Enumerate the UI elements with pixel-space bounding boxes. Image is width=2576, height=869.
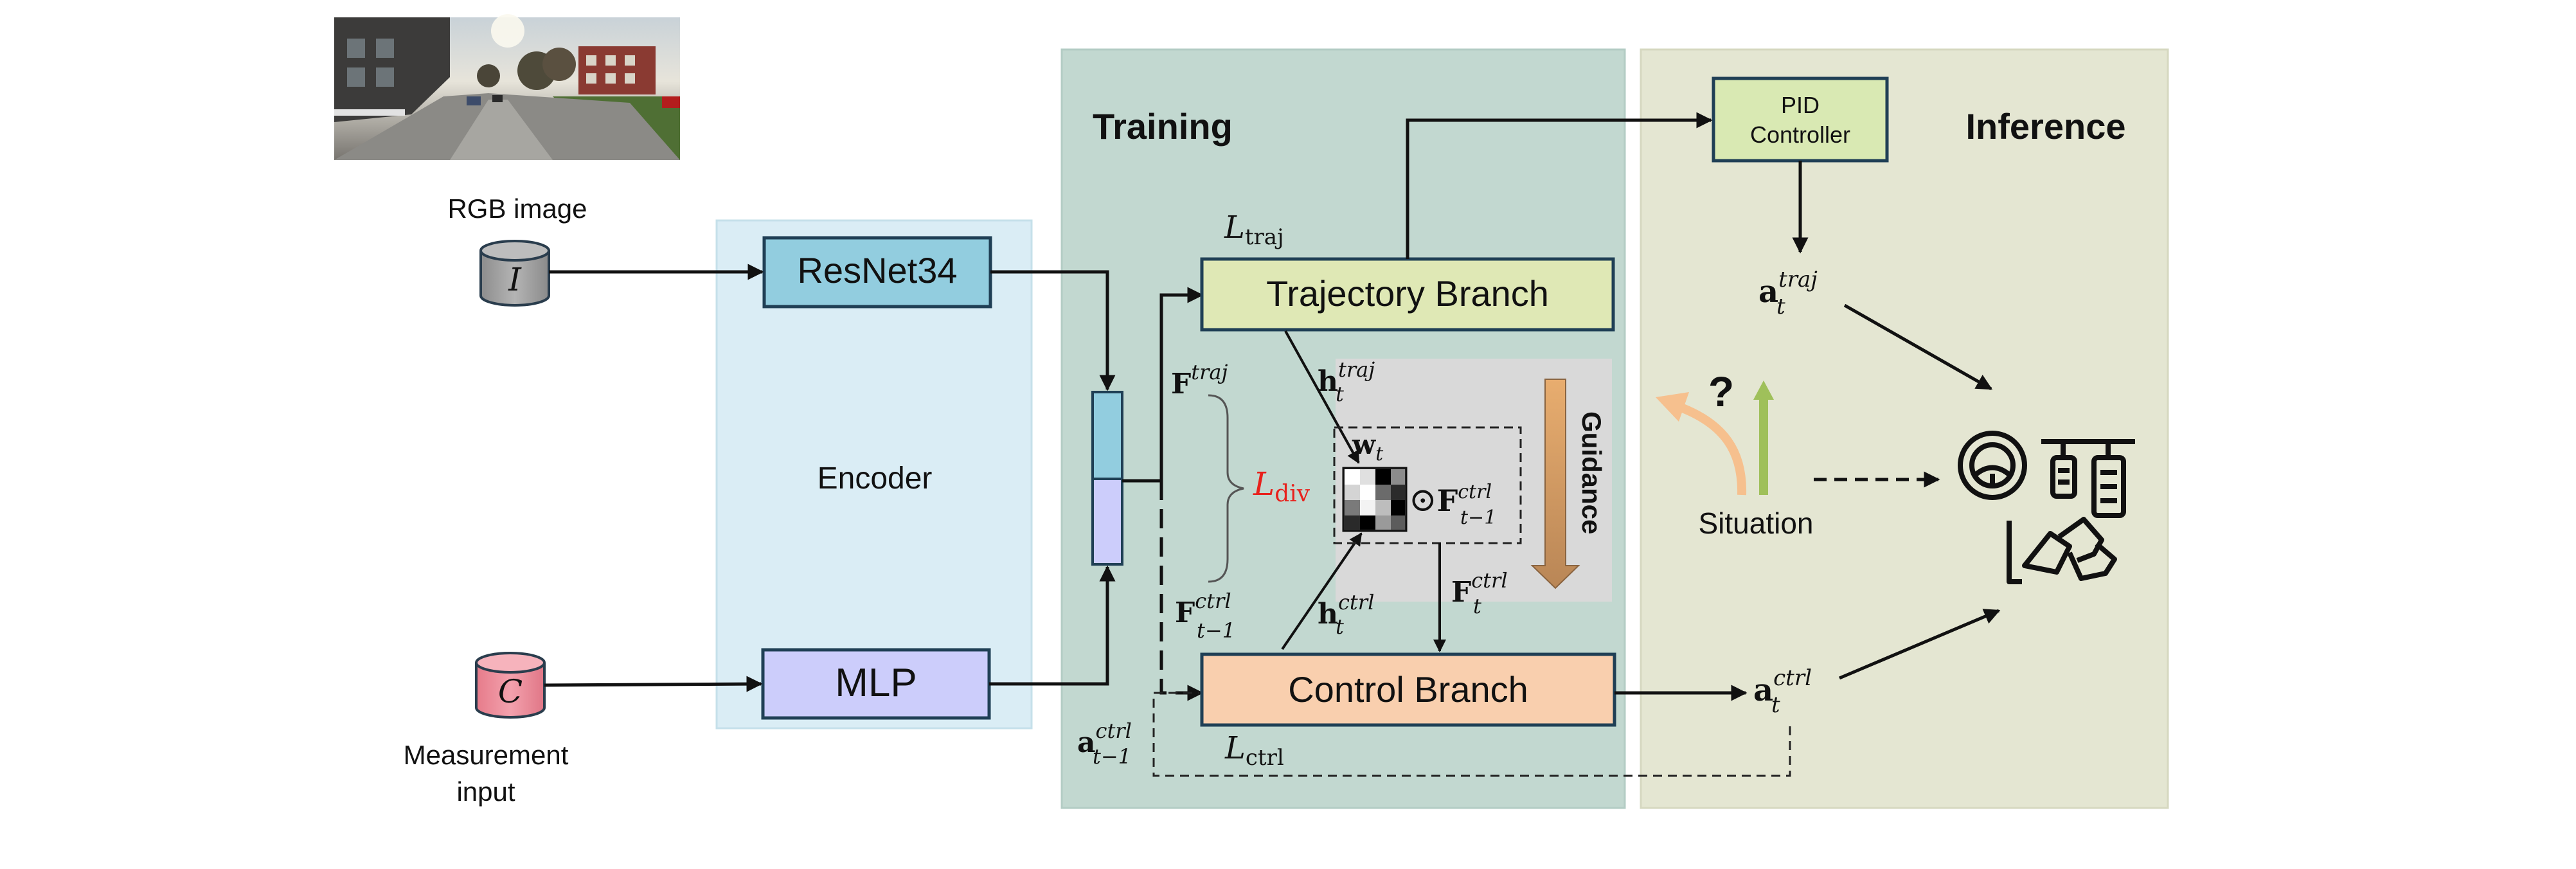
training-title: Training	[1093, 106, 1233, 147]
rgb-image-thumbnail	[334, 14, 680, 160]
ctrl-feedback-dashed-path	[1152, 692, 1791, 777]
guidance-label: Guidance	[1577, 411, 1607, 534]
feature-vector-bottom	[1091, 478, 1123, 566]
attention-box	[1333, 426, 1522, 544]
ctrl-to-weight-arrow	[1281, 532, 1363, 650]
situation-up-arrowhead	[1753, 381, 1774, 400]
guidance-arrow	[1530, 379, 1580, 589]
loss-ctrl: Lctrl	[1224, 730, 1284, 771]
pid-label-line1: PID	[1781, 92, 1820, 118]
loss-div: Ldiv	[1253, 465, 1310, 507]
a-ctrl-to-vehicle-arrow	[1839, 609, 2001, 680]
div-brace	[1208, 394, 1244, 583]
control-branch-box	[1200, 652, 1616, 727]
inference-panel	[1640, 48, 2169, 809]
measurement-symbol: C	[498, 673, 523, 710]
situation-curved-arrowhead	[1656, 392, 1689, 422]
measurement-label-line2: input	[456, 776, 515, 807]
measurement-label-line1: Measurement	[404, 740, 569, 770]
pedals-icon	[2041, 439, 2135, 518]
mlp-to-feature-arrow	[989, 565, 1116, 686]
feature-vector-top	[1091, 391, 1123, 480]
inference-title: Inference	[1966, 106, 2126, 147]
traj-to-weight-arrow	[1284, 330, 1360, 464]
weight-matrix	[1342, 467, 1408, 532]
rgb-symbol: I	[508, 261, 522, 298]
rgb-image-label: RGB image	[447, 193, 587, 224]
feature-to-trajectory-arrow	[1122, 287, 1204, 483]
trajectory-branch-label: Trajectory Branch	[1266, 273, 1549, 314]
encoder-title: Encoder	[818, 461, 933, 496]
driver-leg-icon	[2007, 517, 2117, 584]
a-traj-to-vehicle-arrow	[1843, 303, 1993, 391]
loss-traj: Ltraj	[1224, 210, 1284, 250]
resnet34-label: ResNet34	[797, 250, 957, 291]
resnet-to-feature-arrow	[990, 270, 1116, 391]
situation-label: Situation	[1698, 506, 1813, 540]
control-branch-label: Control Branch	[1288, 669, 1528, 710]
measurement-to-mlp-arrow	[544, 676, 763, 692]
resnet34-box	[762, 236, 992, 309]
f-traj-label: Ftraj	[1171, 360, 1228, 400]
trajectory-to-pid-arrow	[1406, 112, 1713, 259]
pid-label-line2: Controller	[1750, 121, 1850, 148]
question-mark: ?	[1708, 368, 1734, 415]
situation-curved-arrow	[1681, 404, 1747, 496]
mlp-label: MLP	[835, 661, 917, 705]
mlp-box	[761, 648, 991, 720]
pid-controller-box	[1712, 76, 1889, 163]
rgb-database-icon	[479, 240, 550, 307]
w-t-label: wt	[1352, 429, 1384, 465]
measurement-database-icon	[475, 652, 546, 719]
steering-wheel-icon	[1958, 431, 2027, 500]
